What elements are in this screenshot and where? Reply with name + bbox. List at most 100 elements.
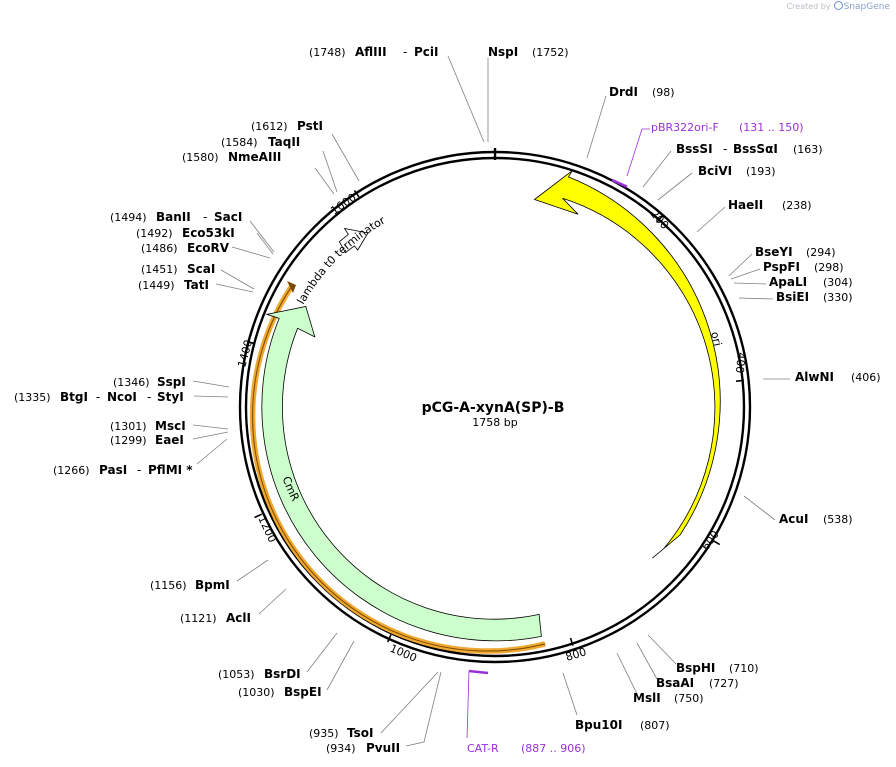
- scale-tick-400: [735, 379, 745, 382]
- site-bseyi[interactable]: BseYI (294): [728, 245, 836, 277]
- primer-leader: [626, 128, 650, 177]
- site-name: TsoI: [347, 726, 373, 740]
- lambda-t0-terminator-feature[interactable]: lambda t0 terminator: [295, 214, 388, 307]
- site-name: BanII: [156, 210, 191, 224]
- site-sspi[interactable]: SspI (1346): [113, 375, 230, 389]
- site-name-3: StyI: [157, 390, 184, 404]
- site-pos: (1748): [309, 46, 346, 59]
- site-sep: -: [137, 463, 141, 477]
- site-pvuii[interactable]: PvuII (934): [326, 671, 442, 755]
- site-msli[interactable]: MslI (750): [616, 652, 704, 705]
- site-bcivi[interactable]: BciVI (193): [657, 164, 776, 201]
- site-name: AflIII: [355, 45, 387, 59]
- site-name: DrdI: [609, 85, 638, 99]
- scale-tick-800: [569, 637, 574, 646]
- site-afliii-pcii[interactable]: (1748) AflIII - PciI: [309, 45, 485, 143]
- site-drdi[interactable]: DrdI (98): [586, 85, 675, 159]
- site-pos: (1451): [141, 263, 178, 276]
- site-apali[interactable]: ApaLI (304): [733, 275, 853, 289]
- ori-feature[interactable]: ori: [533, 170, 725, 559]
- primer-cat-r[interactable]: CAT-R (887 .. 906): [466, 669, 586, 755]
- site-leader: [380, 671, 439, 734]
- site-pos: (727): [709, 677, 739, 690]
- site-name: EcoRV: [187, 241, 230, 255]
- site-btgi-ncoi-styi[interactable]: BtgI - NcoI - StyI (1335): [14, 390, 229, 404]
- site-taqii[interactable]: TaqII (1584): [221, 135, 338, 193]
- site-name: BspEI: [284, 685, 322, 699]
- site-leader: [696, 206, 726, 233]
- site-msci[interactable]: MscI (1301): [110, 419, 229, 433]
- site-sep: -: [96, 390, 100, 404]
- site-bsiei[interactable]: BsiEI (330): [738, 290, 853, 304]
- site-pos: (1346): [113, 376, 150, 389]
- site-acui[interactable]: AcuI (538): [743, 495, 853, 526]
- site-alwni[interactable]: AlwNI (406): [763, 370, 881, 384]
- credit-text: Created by: [786, 2, 831, 11]
- site-pasi-pflmi[interactable]: PasI - PflMI * (1266): [53, 438, 228, 477]
- site-bspei[interactable]: BspEI (1030): [238, 640, 355, 699]
- scale-tick-1600: [353, 189, 360, 198]
- site-name: PstI: [297, 119, 323, 133]
- site-pos: (807): [640, 719, 670, 732]
- cmr-feature[interactable]: CmR: [261, 306, 542, 642]
- site-bsssi[interactable]: BssSI - BssSαI (163): [642, 142, 823, 188]
- site-name: PasI: [99, 463, 127, 477]
- site-acli[interactable]: AclI (1121): [180, 588, 287, 625]
- site-bsrdi[interactable]: BsrDI (1053): [218, 632, 338, 681]
- site-psti[interactable]: PstI (1612): [251, 119, 360, 182]
- site-name: BtgI: [60, 390, 88, 404]
- site-leader: [193, 395, 229, 398]
- site-pos: (294): [806, 246, 836, 259]
- site-nmeaiii[interactable]: NmeAIII (1580): [182, 150, 335, 195]
- site-haeii[interactable]: HaeII (238): [696, 198, 812, 233]
- site-leader: [331, 133, 360, 182]
- primer-pbr322ori-f[interactable]: pBR322ori-F (131 .. 150): [611, 121, 804, 188]
- site-pos: (1030): [238, 686, 275, 699]
- site-pos: (1494): [110, 211, 147, 224]
- site-bpu10i[interactable]: Bpu10I (807): [562, 672, 670, 732]
- site-leader: [314, 167, 335, 195]
- primer-range: (131 .. 150): [739, 121, 804, 134]
- site-bsaai[interactable]: BsaAI (727): [636, 642, 739, 690]
- site-pos: (1486): [141, 242, 178, 255]
- site-leader: [733, 282, 767, 285]
- site-eco53ki[interactable]: Eco53kI (1492): [136, 226, 274, 255]
- site-leader: [258, 588, 287, 615]
- site-name-2: NcoI: [107, 390, 137, 404]
- ori-arrow: [533, 170, 721, 559]
- scale-tick-1400: [247, 340, 256, 345]
- site-pspfi[interactable]: PspFI (298): [730, 260, 844, 280]
- site-pos: (304): [823, 276, 853, 289]
- site-pos: (163): [793, 143, 823, 156]
- site-name: MslI: [633, 691, 661, 705]
- site-eaei[interactable]: EaeI (1299): [110, 431, 229, 447]
- site-scai[interactable]: ScaI (1451): [141, 262, 255, 290]
- site-banii-saci[interactable]: BanII - SacI (1494): [110, 210, 275, 253]
- site-name: TatI: [184, 278, 209, 292]
- scale-tick-1000: [386, 634, 392, 643]
- site-name-2: SacI: [214, 210, 242, 224]
- site-ecorv[interactable]: EcoRV (1486): [141, 241, 271, 259]
- site-tati[interactable]: TatI (1449): [138, 278, 254, 293]
- site-pos: (935): [309, 727, 339, 740]
- site-bpmi[interactable]: BpmI (1156): [150, 559, 269, 592]
- site-pos: (710): [729, 662, 759, 675]
- site-pos: (1449): [138, 279, 175, 292]
- site-bsphi[interactable]: BspHI (710): [647, 634, 759, 675]
- site-pos: (1121): [180, 612, 217, 625]
- site-sep: -: [403, 45, 407, 59]
- site-leader: [730, 268, 761, 280]
- site-name: BspHI: [676, 661, 715, 675]
- site-pos: (330): [823, 291, 853, 304]
- site-name: Eco53kI: [182, 226, 235, 240]
- site-name-2: PciI: [414, 45, 439, 59]
- scale-label-1000: 1000: [388, 642, 419, 665]
- site-tsoi[interactable]: TsoI (935): [309, 671, 439, 740]
- orf-arrowhead: [287, 281, 296, 293]
- site-leader: [326, 640, 355, 691]
- site-nspi[interactable]: NspI (1752): [487, 45, 569, 142]
- site-pos: (750): [674, 692, 704, 705]
- scale-label-400: 400: [733, 352, 748, 374]
